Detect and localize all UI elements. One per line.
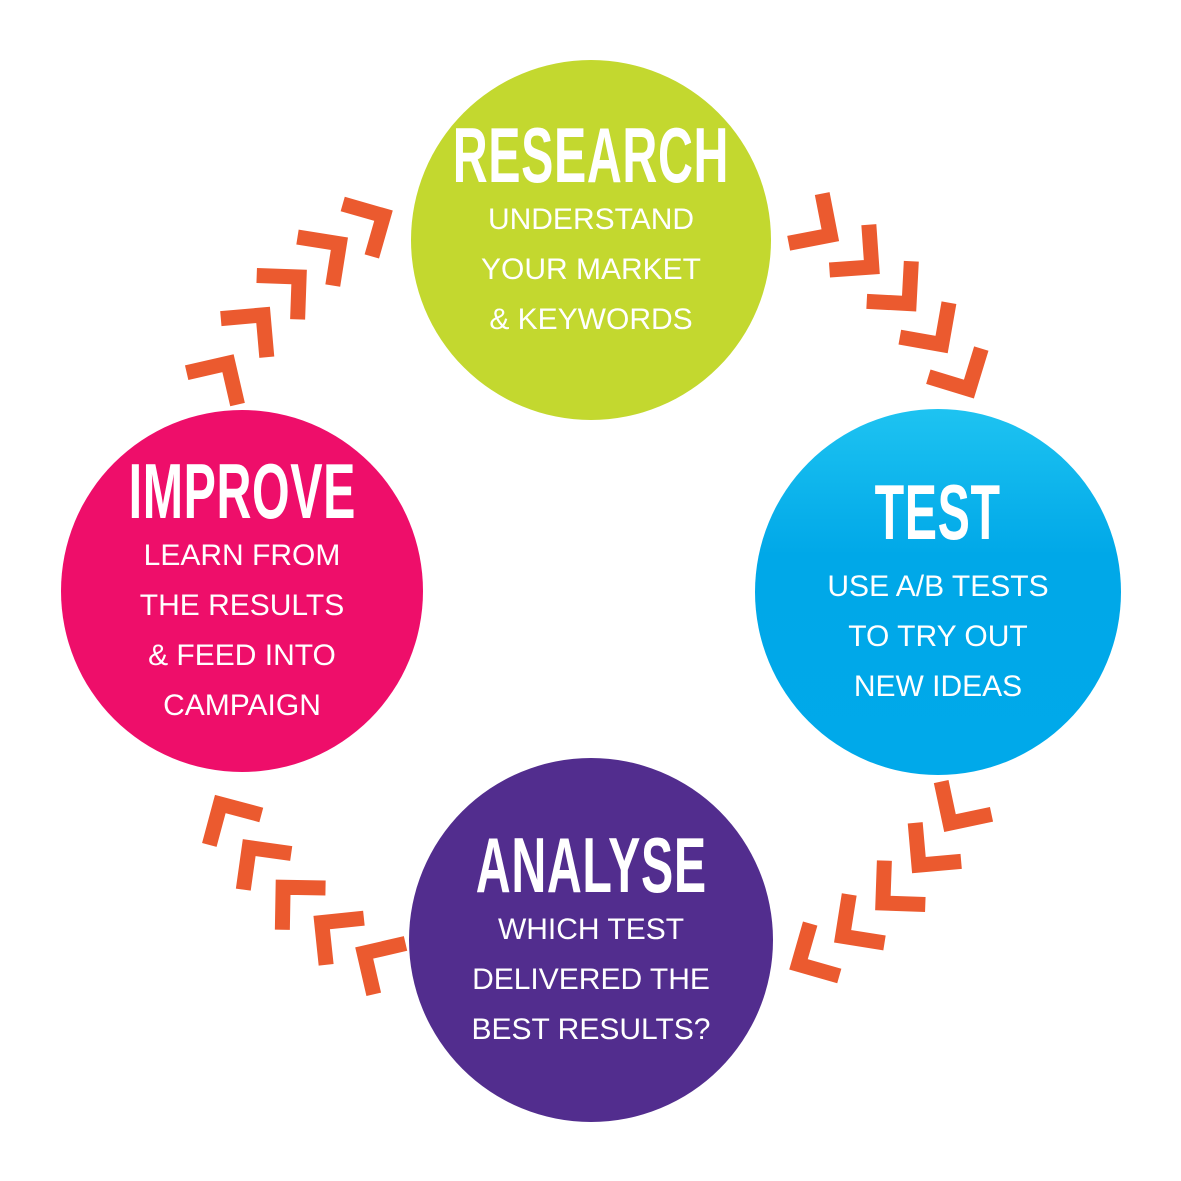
desc-line: NEW IDEAS: [853, 670, 1023, 703]
stage-research: RESEARCH UNDERSTAND YOUR MARKET & KEYWOR…: [411, 60, 771, 420]
chevron-arrow-icon: [256, 268, 307, 320]
stage-description: UNDERSTAND YOUR MARKET & KEYWORDS: [481, 195, 701, 345]
chevron-arrow-icon: [907, 822, 962, 874]
chevron-arrow-icon: [933, 780, 994, 832]
chevron-arrow-icon: [828, 224, 880, 278]
chevron-arrow-icon: [355, 936, 408, 997]
stage-test: TEST USE A/B TESTS TO TRY OUT NEW IDEAS: [755, 409, 1121, 775]
chevron-arrow-icon: [274, 879, 326, 930]
chevron-arrow-icon: [202, 794, 264, 847]
chevron-arrow-icon: [787, 192, 840, 251]
chevron-arrow-icon: [926, 346, 989, 399]
chevron-arrow-icon: [340, 196, 393, 259]
desc-line: BEST RESULTS?: [471, 1013, 711, 1046]
stage-title: TEST: [874, 468, 1002, 556]
desc-line: UNDERSTAND: [487, 203, 695, 236]
desc-line: WHICH TEST: [497, 913, 685, 946]
desc-line: TO TRY OUT: [848, 620, 1028, 653]
chevron-arrow-icon: [296, 229, 348, 287]
stage-description: WHICH TEST DELIVERED THE BEST RESULTS?: [472, 905, 711, 1055]
chevron-arrow-icon: [866, 260, 919, 312]
chevron-arrow-icon: [875, 860, 926, 912]
chevron-arrow-icon: [898, 301, 957, 354]
stage-description: LEARN FROM THE RESULTS & FEED INTO CAMPA…: [140, 531, 344, 731]
desc-line: & KEYWORDS: [489, 303, 693, 336]
chevron-arrow-icon: [313, 910, 365, 966]
desc-line: CAMPAIGN: [163, 689, 321, 722]
chevron-arrow-icon: [184, 354, 245, 407]
desc-line: DELIVERED THE: [472, 963, 710, 996]
chevron-arrow-icon: [789, 921, 842, 984]
stage-title: IMPROVE: [128, 447, 356, 535]
stage-improve: IMPROVE LEARN FROM THE RESULTS & FEED IN…: [61, 410, 423, 772]
chevron-arrow-icon: [220, 306, 275, 358]
desc-line: & FEED INTO: [148, 639, 336, 672]
chevron-arrow-icon: [235, 839, 293, 891]
stage-analyse: ANALYSE WHICH TEST DELIVERED THE BEST RE…: [409, 758, 773, 1122]
stage-title: RESEARCH: [452, 111, 730, 199]
stage-title: ANALYSE: [475, 821, 707, 909]
desc-line: THE RESULTS: [139, 589, 345, 622]
desc-line: YOUR MARKET: [480, 253, 702, 286]
chevron-arrow-icon: [834, 893, 886, 951]
desc-line: LEARN FROM: [143, 539, 341, 572]
stage-description: USE A/B TESTS TO TRY OUT NEW IDEAS: [827, 562, 1048, 712]
desc-line: USE A/B TESTS: [827, 570, 1049, 603]
